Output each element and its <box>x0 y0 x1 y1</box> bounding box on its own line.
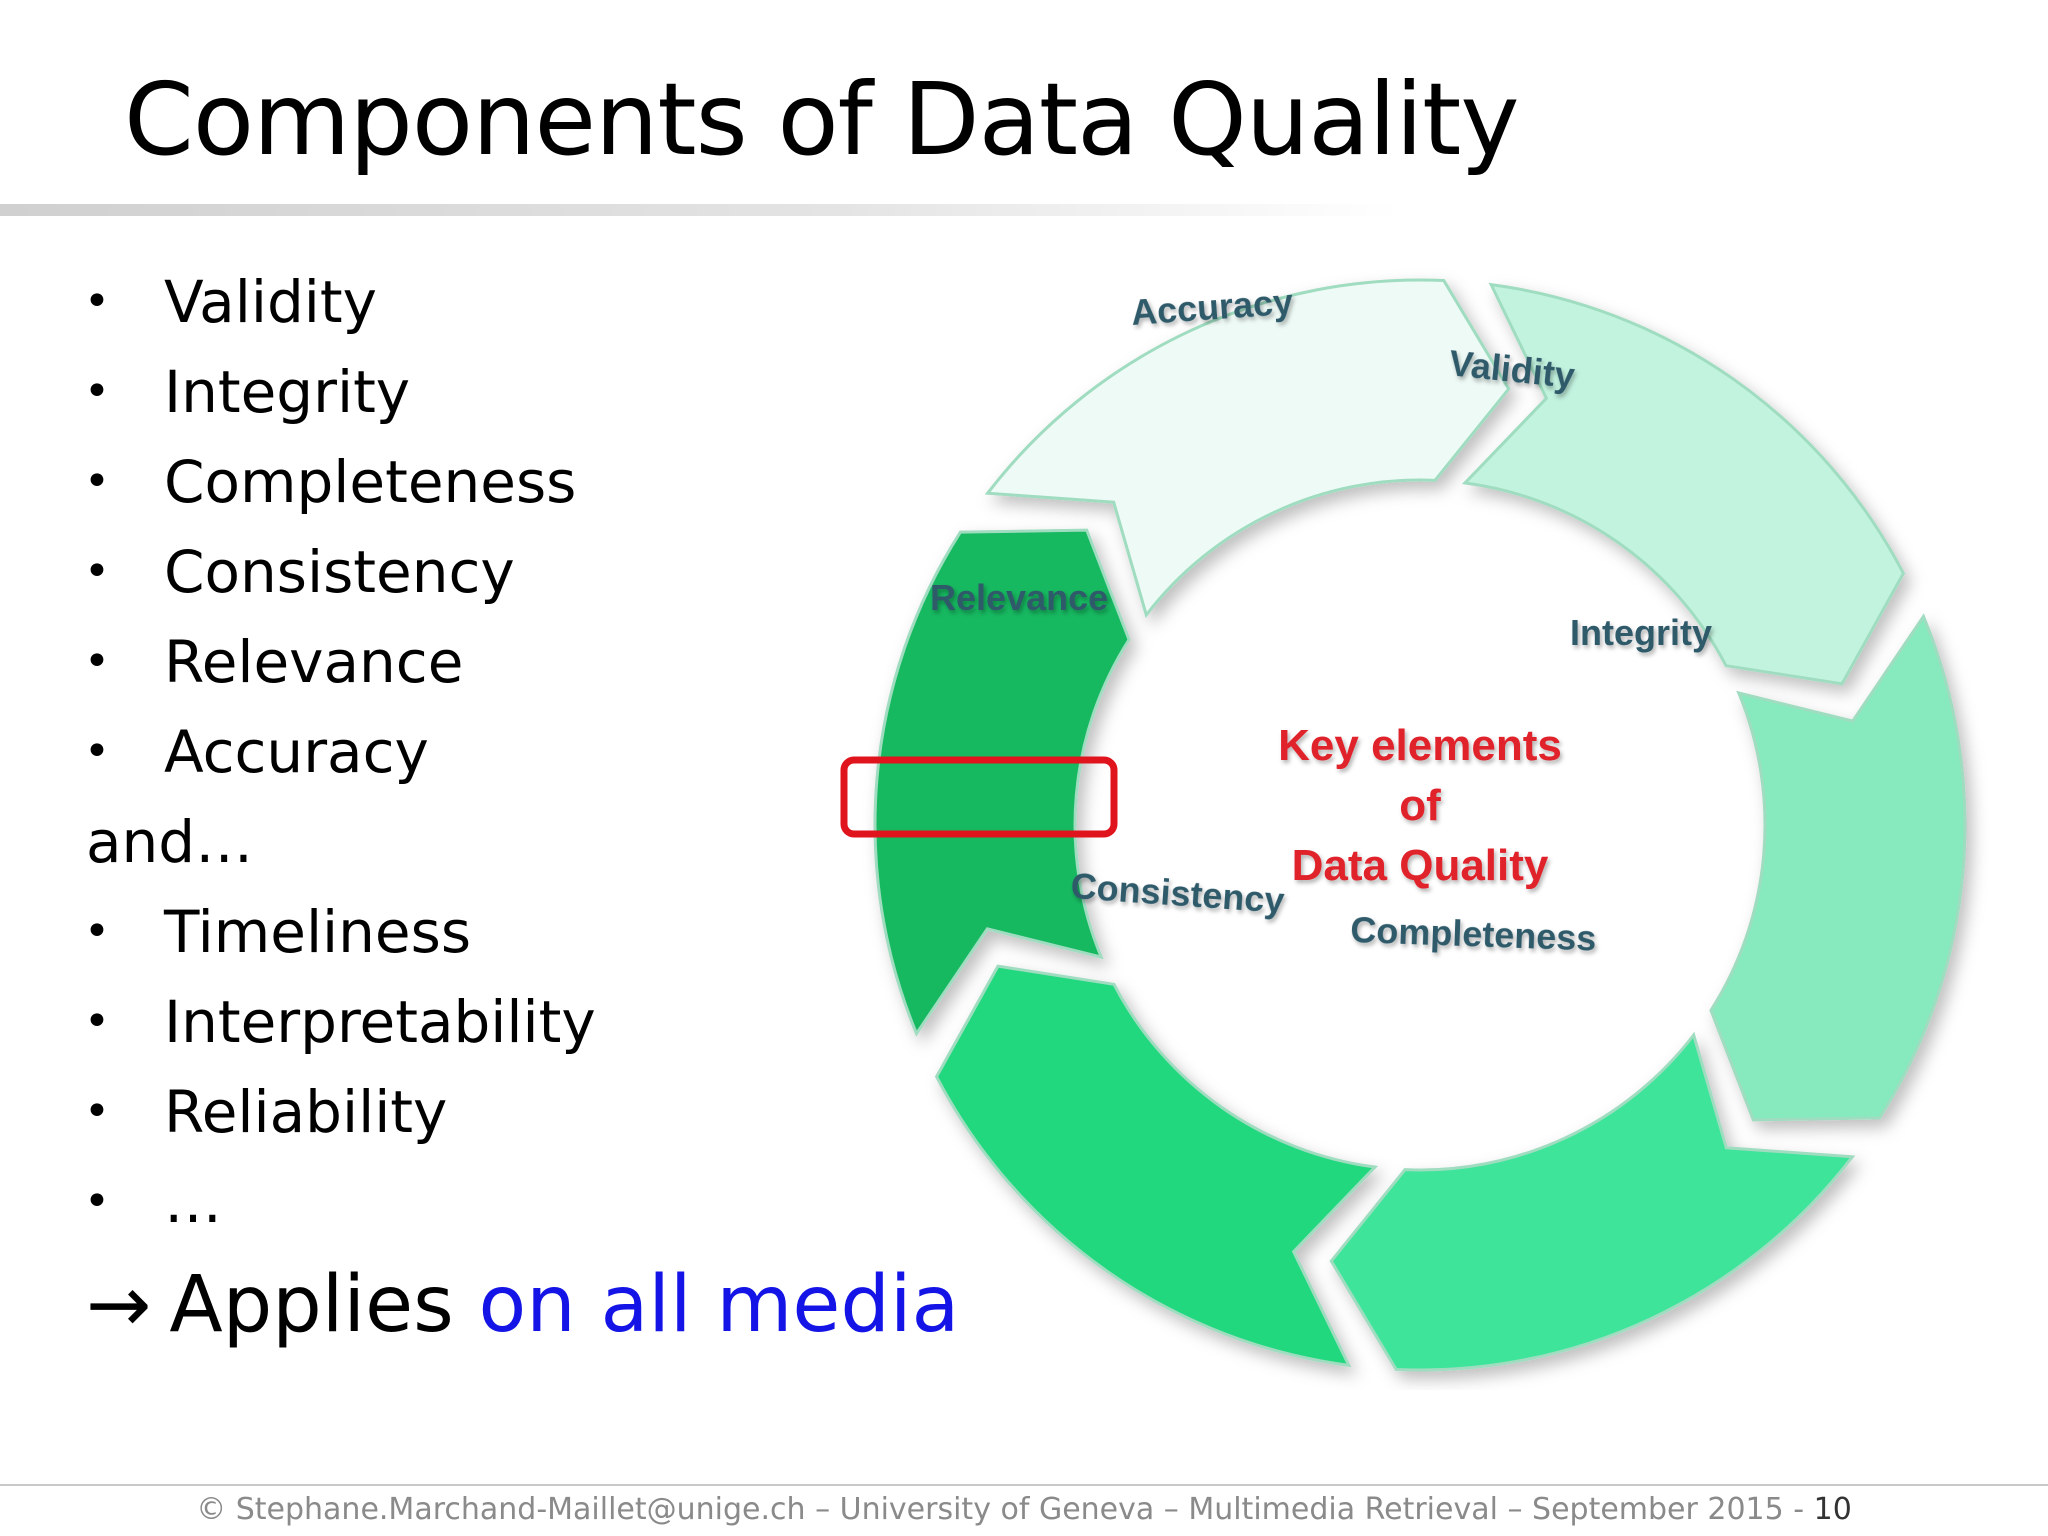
bullet-marker: • <box>84 1086 110 1137</box>
list-item-label: Completeness <box>164 448 577 516</box>
center-title-line-3: Data Quality <box>1292 841 1549 890</box>
title-divider <box>0 204 1400 216</box>
center-title-line-1: Key elements <box>1278 721 1562 770</box>
ring-segment-integrity <box>1709 613 1967 1122</box>
bullet-marker: • <box>84 276 110 327</box>
footer-text: © Stephane.Marchand-Maillet@unige.ch – U… <box>196 1492 1814 1527</box>
bullet-marker: • <box>84 546 110 597</box>
ring-segment-consistency <box>934 964 1379 1368</box>
ring-label-integrity: Integrity <box>1570 612 1712 653</box>
ring-segment-relevance <box>873 528 1131 1037</box>
list-item-label: Accuracy <box>164 718 429 786</box>
footer: © Stephane.Marchand-Maillet@unige.ch – U… <box>0 1492 2048 1527</box>
ring-segment-completeness <box>1329 1031 1856 1372</box>
list-item-label: Validity <box>164 268 377 336</box>
footer-divider <box>0 1484 2048 1486</box>
list-item-label: Interpretability <box>164 988 596 1056</box>
bullet-marker: • <box>84 996 110 1047</box>
list-item-label: Consistency <box>164 538 515 606</box>
relevance-highlight-box <box>840 756 1118 838</box>
bullet-marker: • <box>84 726 110 777</box>
bullet-marker: • <box>84 366 110 417</box>
bullet-marker: • <box>84 1176 110 1227</box>
right-arrow-icon: → <box>86 1260 152 1350</box>
list-item-label: Timeliness <box>164 898 472 966</box>
list-item-label: Reliability <box>164 1078 448 1146</box>
and-label-text: and… <box>86 808 254 876</box>
page-number: 10 <box>1813 1492 1852 1527</box>
bullet-marker: • <box>84 906 110 957</box>
ring-label-relevance: Relevance <box>930 577 1108 618</box>
ring-segments <box>873 278 1967 1372</box>
ring-label-consistency: Consistency <box>1069 865 1285 921</box>
list-item-label: Integrity <box>164 358 411 426</box>
bullet-marker: • <box>84 456 110 507</box>
ring-label-completeness: Completeness <box>1350 909 1597 959</box>
conclusion-line: →Applies on all media <box>86 1260 959 1350</box>
conclusion-prefix: Applies <box>169 1260 454 1350</box>
bullet-marker: • <box>84 636 110 687</box>
ring-segment-validity <box>1461 282 1906 686</box>
data-quality-cycle-diagram: AccuracyValidityIntegrityCompletenessCon… <box>840 278 1967 1372</box>
center-title-line-2: of <box>1399 781 1441 830</box>
conclusion-emphasis: on all media <box>478 1260 960 1350</box>
list-item-label: Relevance <box>164 628 464 696</box>
ring-labels: AccuracyValidityIntegrityCompletenessCon… <box>930 281 1712 959</box>
list-item-label: … <box>164 1168 222 1236</box>
slide-title: Components of Data Quality <box>124 61 1520 178</box>
ring-segment-accuracy <box>984 278 1511 619</box>
